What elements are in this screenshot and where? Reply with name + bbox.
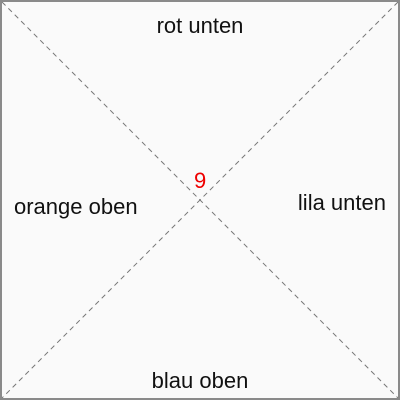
center-number: 9 xyxy=(194,168,207,193)
top-label: rot unten xyxy=(156,13,244,38)
left-label: orange oben xyxy=(14,194,138,219)
bottom-label: blau oben xyxy=(151,368,249,393)
right-label: lila unten xyxy=(297,190,386,215)
